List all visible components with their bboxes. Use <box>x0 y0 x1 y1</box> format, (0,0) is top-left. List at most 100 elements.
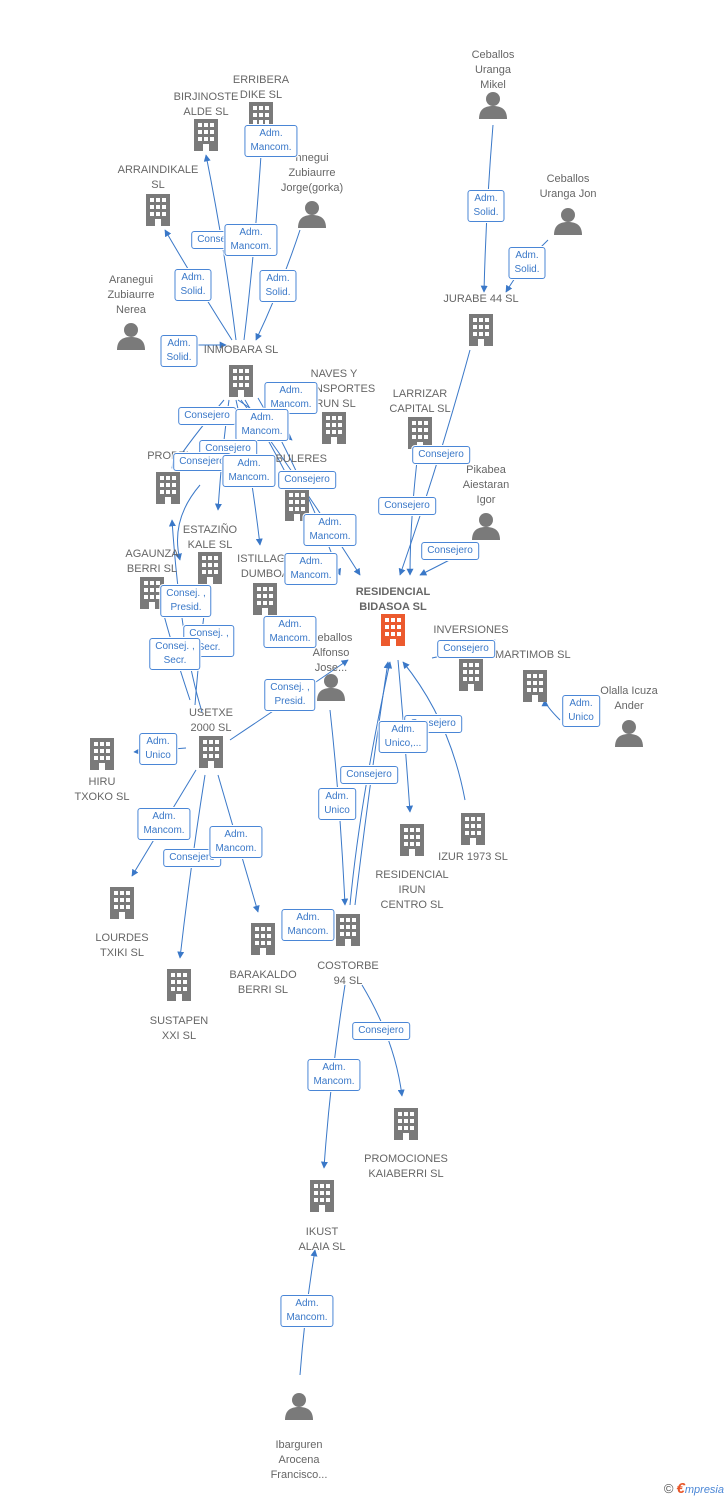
node-label-ceballos-mikel[interactable]: Ceballos Uranga Mikel <box>471 49 515 91</box>
relation-badge[interactable]: Consejero <box>412 446 470 464</box>
relation-badge[interactable]: Consejero <box>178 407 236 425</box>
node-label-inversiones[interactable]: INVERSIONES <box>433 624 509 636</box>
relation-badge[interactable]: Adm. Mancom. <box>224 224 278 256</box>
relation-edge <box>361 984 405 1097</box>
person-icon[interactable] <box>479 92 507 119</box>
node-label-residencial-irun[interactable]: RESIDENCIAL IRUN CENTRO SL <box>375 869 449 911</box>
node-label-aranegui-jorge[interactable]: nnegui Zubiaurre Jorge(gorka) <box>280 152 344 194</box>
relation-badge[interactable]: Adm. Mancom. <box>244 125 298 157</box>
company-icon[interactable] <box>394 1108 418 1140</box>
relation-badge[interactable]: Adm. Solid. <box>174 269 212 301</box>
node-label-ceballos-alfonso[interactable]: Ceballos Alfonso Jose... <box>309 632 353 674</box>
relation-badge[interactable]: Consejero <box>437 640 495 658</box>
company-icon[interactable] <box>400 824 424 856</box>
brand-logo-icon: € <box>676 1480 685 1497</box>
relation-edge <box>175 484 201 561</box>
node-label-aranegui-nerea[interactable]: Aranegui Zubiaurre Nerea <box>107 274 155 316</box>
node-label-barakaldo[interactable]: BARAKALDO BERRI SL <box>229 969 297 996</box>
node-label-promociones[interactable]: PROMOCIONES KAIABERRI SL <box>364 1153 448 1180</box>
node-label-usetxe[interactable]: USETXE 2000 SL <box>188 707 234 734</box>
company-icon[interactable] <box>459 659 483 691</box>
relation-badge[interactable]: Consej. , Presid. <box>160 585 212 617</box>
person-icon[interactable] <box>615 720 643 747</box>
relation-badge[interactable]: Adm. Mancom. <box>280 1295 334 1327</box>
relation-badge[interactable]: Adm. Mancom. <box>222 455 276 487</box>
relation-badge[interactable]: Adm. Solid. <box>160 335 198 367</box>
relation-badge[interactable]: Consej. , Presid. <box>264 679 316 711</box>
company-icon[interactable] <box>322 412 346 444</box>
relation-badge[interactable]: Consej. , Secr. <box>149 638 201 670</box>
node-label-residencial-bidasoa[interactable]: RESIDENCIAL BIDASOA SL <box>355 586 431 613</box>
node-label-costorbe[interactable]: COSTORBE 94 SL <box>317 960 379 987</box>
node-label-pikabea[interactable]: Pikabea Aiestaran Igor <box>462 464 510 506</box>
relation-badge[interactable]: Adm. Mancom. <box>263 616 317 648</box>
node-label-jurabe[interactable]: JURABE 44 SL <box>443 293 519 305</box>
node-label-olalla[interactable]: Olalla Icuza Ander <box>600 685 658 712</box>
company-icon[interactable] <box>90 738 114 770</box>
node-label-arraindikale[interactable]: ARRAINDIKALE SL <box>117 164 199 191</box>
person-icon[interactable] <box>554 208 582 235</box>
company-icon[interactable] <box>194 119 218 151</box>
company-icon[interactable] <box>198 552 222 584</box>
company-icon[interactable] <box>146 194 170 226</box>
relation-badge[interactable]: Adm. Mancom. <box>307 1059 361 1091</box>
relation-badge[interactable]: Adm. Unico <box>139 733 177 765</box>
relation-badge[interactable]: Adm. Mancom. <box>235 409 289 441</box>
person-icon[interactable] <box>472 513 500 540</box>
node-label-martimob[interactable]: MARTIMOB SL <box>495 649 571 661</box>
person-icon[interactable] <box>298 201 326 228</box>
relation-badge[interactable]: Adm. Unico <box>562 695 600 727</box>
relation-badge[interactable]: Consejero <box>163 849 221 867</box>
copyright-icon: © <box>663 1481 674 1496</box>
node-label-istillaga[interactable]: ISTILLAGA DUMBOA <box>237 553 293 580</box>
company-icon[interactable] <box>251 923 275 955</box>
company-icon[interactable] <box>229 365 253 397</box>
relation-badge[interactable]: Consejero <box>278 471 336 489</box>
node-label-ikust[interactable]: IKUST ALAIA SL <box>298 1226 346 1253</box>
node-label-erribera[interactable]: ERRIBERA DIKE SL <box>232 74 290 101</box>
person-icon[interactable] <box>117 323 145 350</box>
node-label-sustapen[interactable]: SUSTAPEN XXI SL <box>149 1015 209 1042</box>
company-icon[interactable] <box>310 1180 334 1212</box>
node-label-lourdes[interactable]: LOURDES TXIKI SL <box>95 932 149 959</box>
node-label-birjinoste[interactable]: BIRJINOSTE ALDE SL <box>173 91 239 118</box>
company-icon[interactable] <box>199 736 223 768</box>
company-icon[interactable] <box>461 813 485 845</box>
node-label-inmobara[interactable]: INMOBARA SL <box>203 344 279 356</box>
relation-badge[interactable]: Adm. Mancom. <box>264 382 318 414</box>
relation-badge[interactable]: Adm. Mancom. <box>137 808 191 840</box>
company-icon[interactable] <box>110 887 134 919</box>
company-icon[interactable] <box>336 914 360 946</box>
relation-badge[interactable]: Adm. Unico <box>318 788 356 820</box>
company-icon[interactable] <box>156 472 180 504</box>
person-icon[interactable] <box>285 1393 313 1420</box>
node-label-agaunza[interactable]: AGAUNZA BERRI SL <box>125 548 179 575</box>
company-icon[interactable] <box>381 614 405 646</box>
relation-badge[interactable]: Adm. Mancom. <box>281 909 335 941</box>
relation-badge[interactable]: Adm. Solid. <box>467 190 505 222</box>
company-icon[interactable] <box>523 670 547 702</box>
relation-badge[interactable]: Adm. Unico,... <box>378 721 428 753</box>
node-label-izur[interactable]: IZUR 1973 SL <box>438 851 508 863</box>
node-label-obuleres[interactable]: OBULERES <box>267 453 327 465</box>
node-label-ibarguren[interactable]: Ibarguren Arocena Francisco... <box>270 1439 328 1481</box>
relation-badge[interactable]: Consejero <box>421 542 479 560</box>
node-label-estazino[interactable]: ESTAZIÑO KALE SL <box>182 524 238 551</box>
relation-badge[interactable]: Adm. Solid. <box>508 247 546 279</box>
relation-badge[interactable]: Adm. Mancom. <box>209 826 263 858</box>
relation-badge[interactable]: Consejero <box>378 497 436 515</box>
relation-edge <box>177 774 206 959</box>
node-label-ceballos-jon[interactable]: Ceballos Uranga Jon <box>539 173 597 200</box>
relation-badge[interactable]: Adm. Mancom. <box>284 553 338 585</box>
node-label-hiru[interactable]: HIRU TXOKO SL <box>74 776 130 803</box>
company-icon[interactable] <box>469 314 493 346</box>
company-icon[interactable] <box>167 969 191 1001</box>
relation-badge[interactable]: Adm. Solid. <box>259 270 297 302</box>
company-icon[interactable] <box>408 417 432 449</box>
relation-badge[interactable]: Consejero <box>340 766 398 784</box>
relation-edge <box>406 451 419 576</box>
company-icon[interactable] <box>253 583 277 615</box>
relation-badge[interactable]: Adm. Mancom. <box>303 514 357 546</box>
relation-badge[interactable]: Consejero <box>352 1022 410 1040</box>
node-label-larrizar[interactable]: LARRIZAR CAPITAL SL <box>389 388 451 415</box>
